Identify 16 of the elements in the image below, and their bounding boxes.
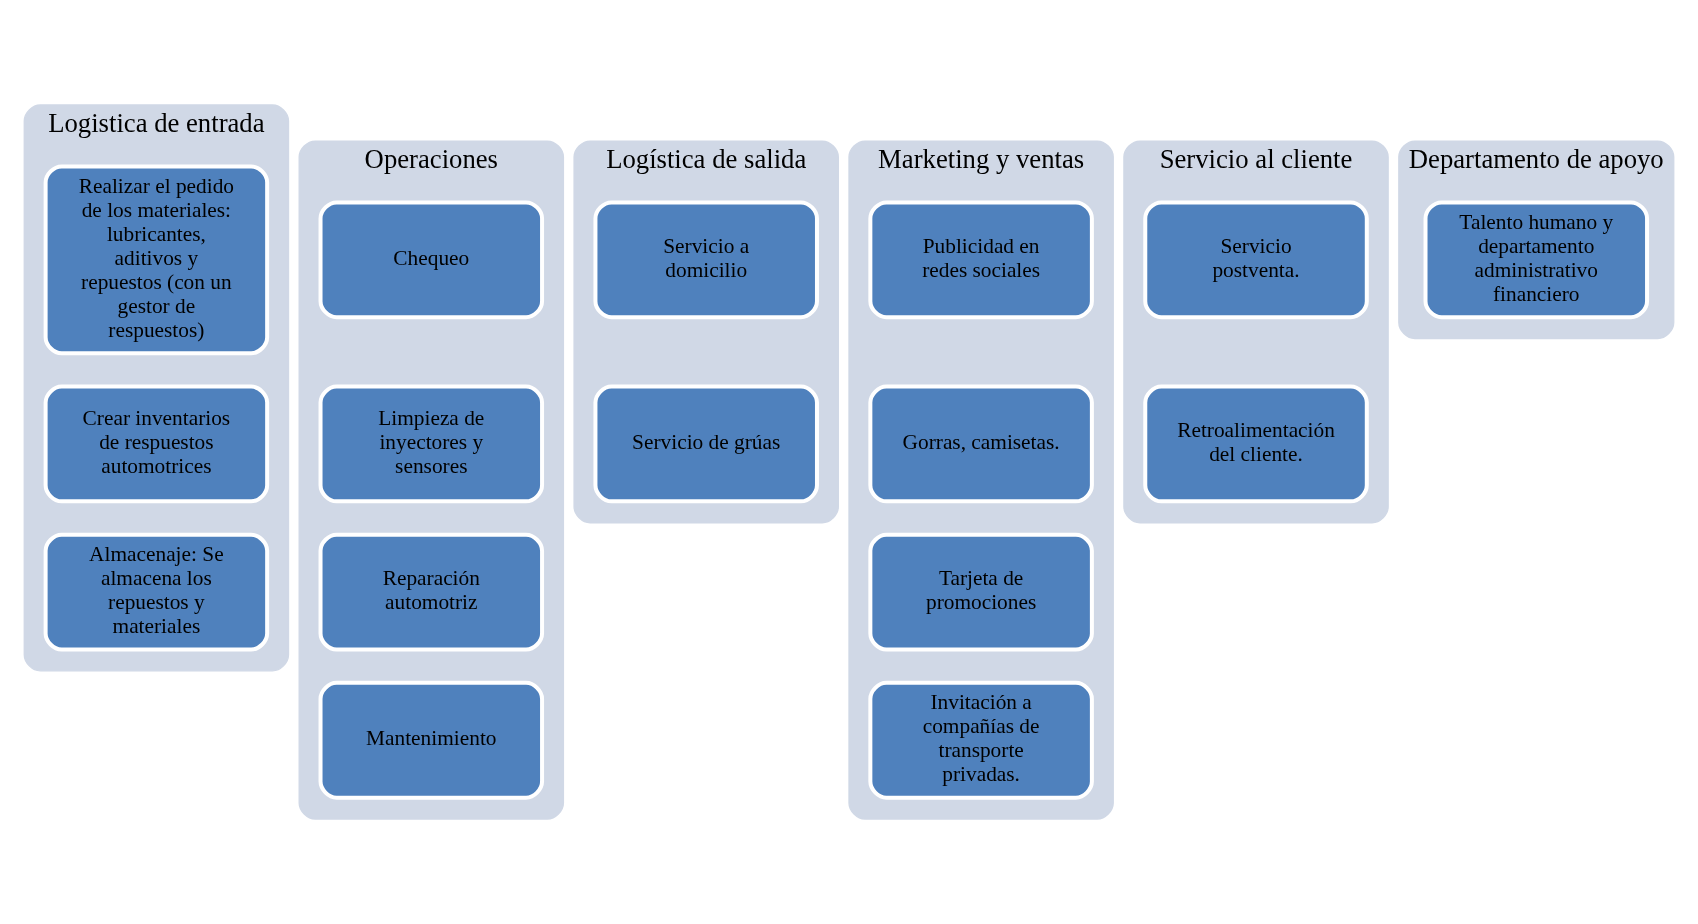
- node-box: Servicio postventa.: [1143, 200, 1369, 320]
- node-box: Chequeo: [318, 200, 545, 320]
- node-box: Talento humano y departamento administrativo financiero: [1423, 200, 1650, 320]
- node-box: Servicio de grúas: [593, 384, 819, 504]
- node-box: Limpieza de inyectores y sensores: [318, 384, 545, 504]
- node-box: Servicio a domicilio: [593, 200, 819, 320]
- node-box: Gorras, camisetas.: [868, 384, 1094, 504]
- node-box: Tarjeta de promociones: [868, 532, 1094, 652]
- node-box: Almacenaje: Se almacena los repuestos y materiales: [43, 532, 270, 652]
- node-box: Crear inventarios de respuestos automotrices: [43, 384, 270, 504]
- node-box: Invitación a compañías de transporte privadas.: [868, 680, 1094, 800]
- node-box: Realizar el pedido de los materiales: lubricantes, aditivos y repuestos (con un gestor de respuestos): [43, 164, 270, 356]
- node-box: Reparación automotriz: [318, 532, 545, 652]
- node-box: Mantenimiento: [318, 680, 545, 800]
- node-box: Publicidad en redes sociales: [868, 200, 1094, 320]
- node-box: Retroalimentación del cliente.: [1143, 384, 1369, 504]
